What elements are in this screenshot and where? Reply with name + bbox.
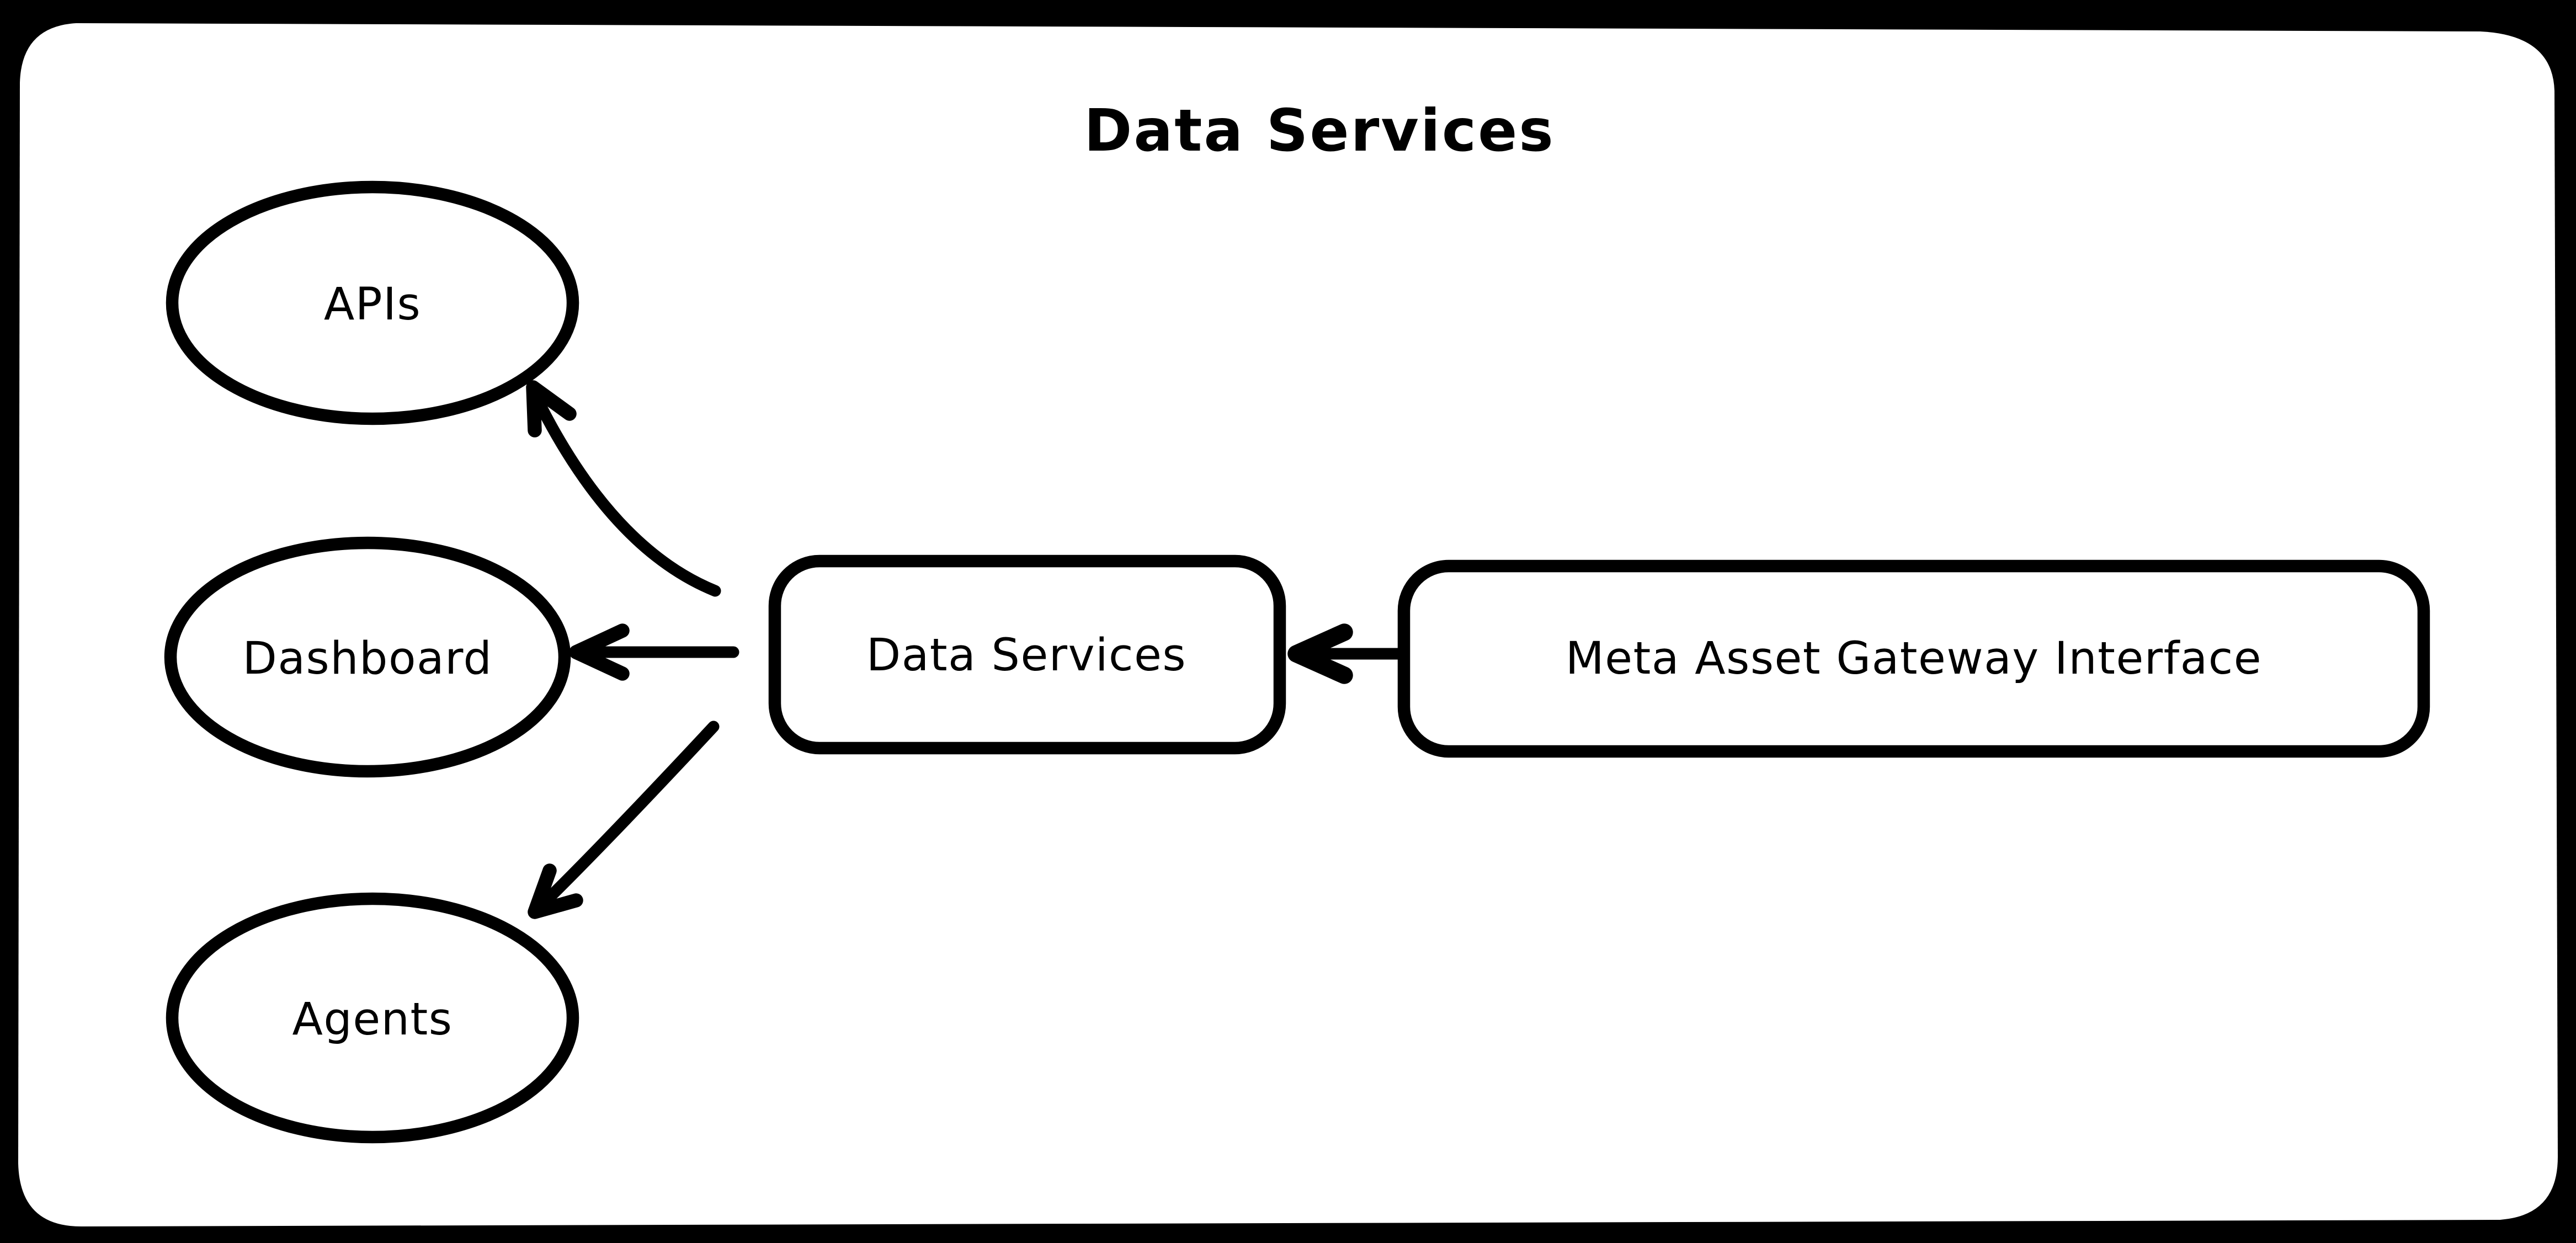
edge-data-services-to-dashboard bbox=[569, 623, 739, 681]
edge-line bbox=[532, 721, 720, 915]
node-data-services: Data Services bbox=[768, 554, 1286, 755]
arrowhead bbox=[1287, 623, 1353, 684]
node-dashboard: Dashboard bbox=[164, 536, 571, 778]
edge-line bbox=[527, 385, 721, 597]
diagram-title: Data Services bbox=[1084, 97, 1555, 164]
node-data-services-label: Data Services bbox=[866, 629, 1186, 681]
node-apis: APIs bbox=[166, 180, 579, 425]
canvas-panel bbox=[18, 23, 2558, 1226]
arrowhead bbox=[526, 380, 577, 438]
node-agents-label: Agents bbox=[292, 994, 453, 1045]
node-apis-shape bbox=[166, 180, 579, 425]
edge-meta-gateway-to-data-services bbox=[1287, 623, 1407, 684]
arrowhead bbox=[528, 863, 583, 919]
node-meta-asset-gateway-interface-shape bbox=[1397, 559, 2430, 758]
node-meta-asset-gateway-interface: Meta Asset Gateway Interface bbox=[1397, 559, 2430, 758]
node-apis-label: APIs bbox=[324, 279, 421, 330]
node-dashboard-label: Dashboard bbox=[243, 633, 493, 685]
node-dashboard-shape bbox=[164, 536, 571, 778]
arrowhead bbox=[569, 623, 630, 681]
node-data-services-shape bbox=[768, 554, 1286, 755]
node-agents: Agents bbox=[166, 892, 579, 1144]
node-agents-shape bbox=[166, 892, 579, 1144]
edge-data-services-to-apis bbox=[526, 380, 721, 597]
node-meta-asset-gateway-interface-label: Meta Asset Gateway Interface bbox=[1566, 633, 2262, 685]
edge-data-services-to-agents bbox=[528, 721, 720, 919]
